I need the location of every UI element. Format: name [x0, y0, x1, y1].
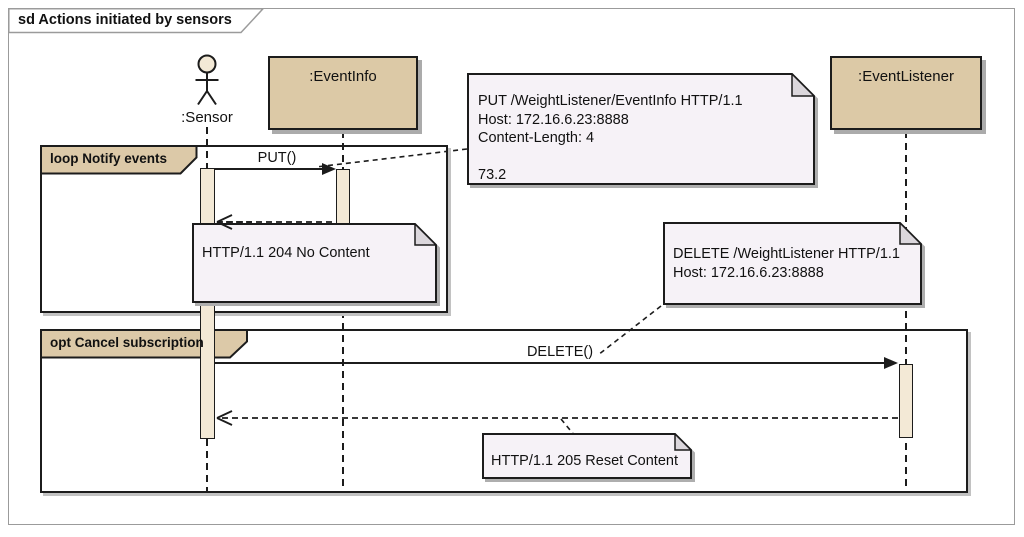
put-message-label: PUT()	[257, 150, 297, 166]
eventinfo-activation-bar	[336, 169, 350, 229]
note-line	[478, 148, 807, 167]
note-shape	[467, 73, 815, 185]
note-line: DELETE /WeightListener HTTP/1.1	[673, 246, 900, 262]
delete-message-label: DELETE()	[526, 344, 594, 360]
note-line: Host: 172.16.6.23:8888	[478, 111, 629, 128]
note-line: HTTP/1.1 205 Reset Content	[491, 453, 678, 469]
opt-fragment-label: opt Cancel subscription	[50, 335, 204, 350]
note-line: Host: 172.16.6.23:8888	[673, 264, 824, 281]
note-shape	[192, 223, 437, 303]
note-line: Content-Length: 4	[478, 130, 595, 146]
note-put-request: PUT /WeightListener/EventInfo HTTP/1.1 H…	[467, 73, 815, 185]
note-delete-request: DELETE /WeightListener HTTP/1.1 Host: 17…	[663, 222, 922, 305]
note-line: PUT /WeightListener/EventInfo HTTP/1.1	[478, 93, 743, 109]
loop-fragment-label: loop Notify events	[50, 151, 168, 166]
diagram-frame	[8, 8, 1015, 525]
frame-title: sd Actions initiated by sensors	[18, 12, 232, 28]
actor-sensor-label: :Sensor	[181, 109, 233, 126]
opt-fragment	[40, 329, 968, 493]
note-line: HTTP/1.1 204 No Content	[202, 245, 370, 261]
participant-eventinfo-label: :EventInfo	[309, 68, 377, 85]
note-put-response: HTTP/1.1 204 No Content	[192, 223, 437, 303]
participant-eventlistener: :EventListener	[830, 56, 982, 130]
eventlistener-activation-bar	[899, 364, 913, 438]
note-shape	[482, 433, 692, 479]
note-delete-response: HTTP/1.1 205 Reset Content	[482, 433, 692, 479]
loop-fragment	[40, 145, 448, 313]
participant-eventinfo: :EventInfo	[268, 56, 418, 130]
participant-eventlistener-label: :EventListener	[858, 68, 954, 85]
note-line: 73.2	[478, 167, 507, 183]
sensor-activation-bar	[200, 168, 215, 439]
